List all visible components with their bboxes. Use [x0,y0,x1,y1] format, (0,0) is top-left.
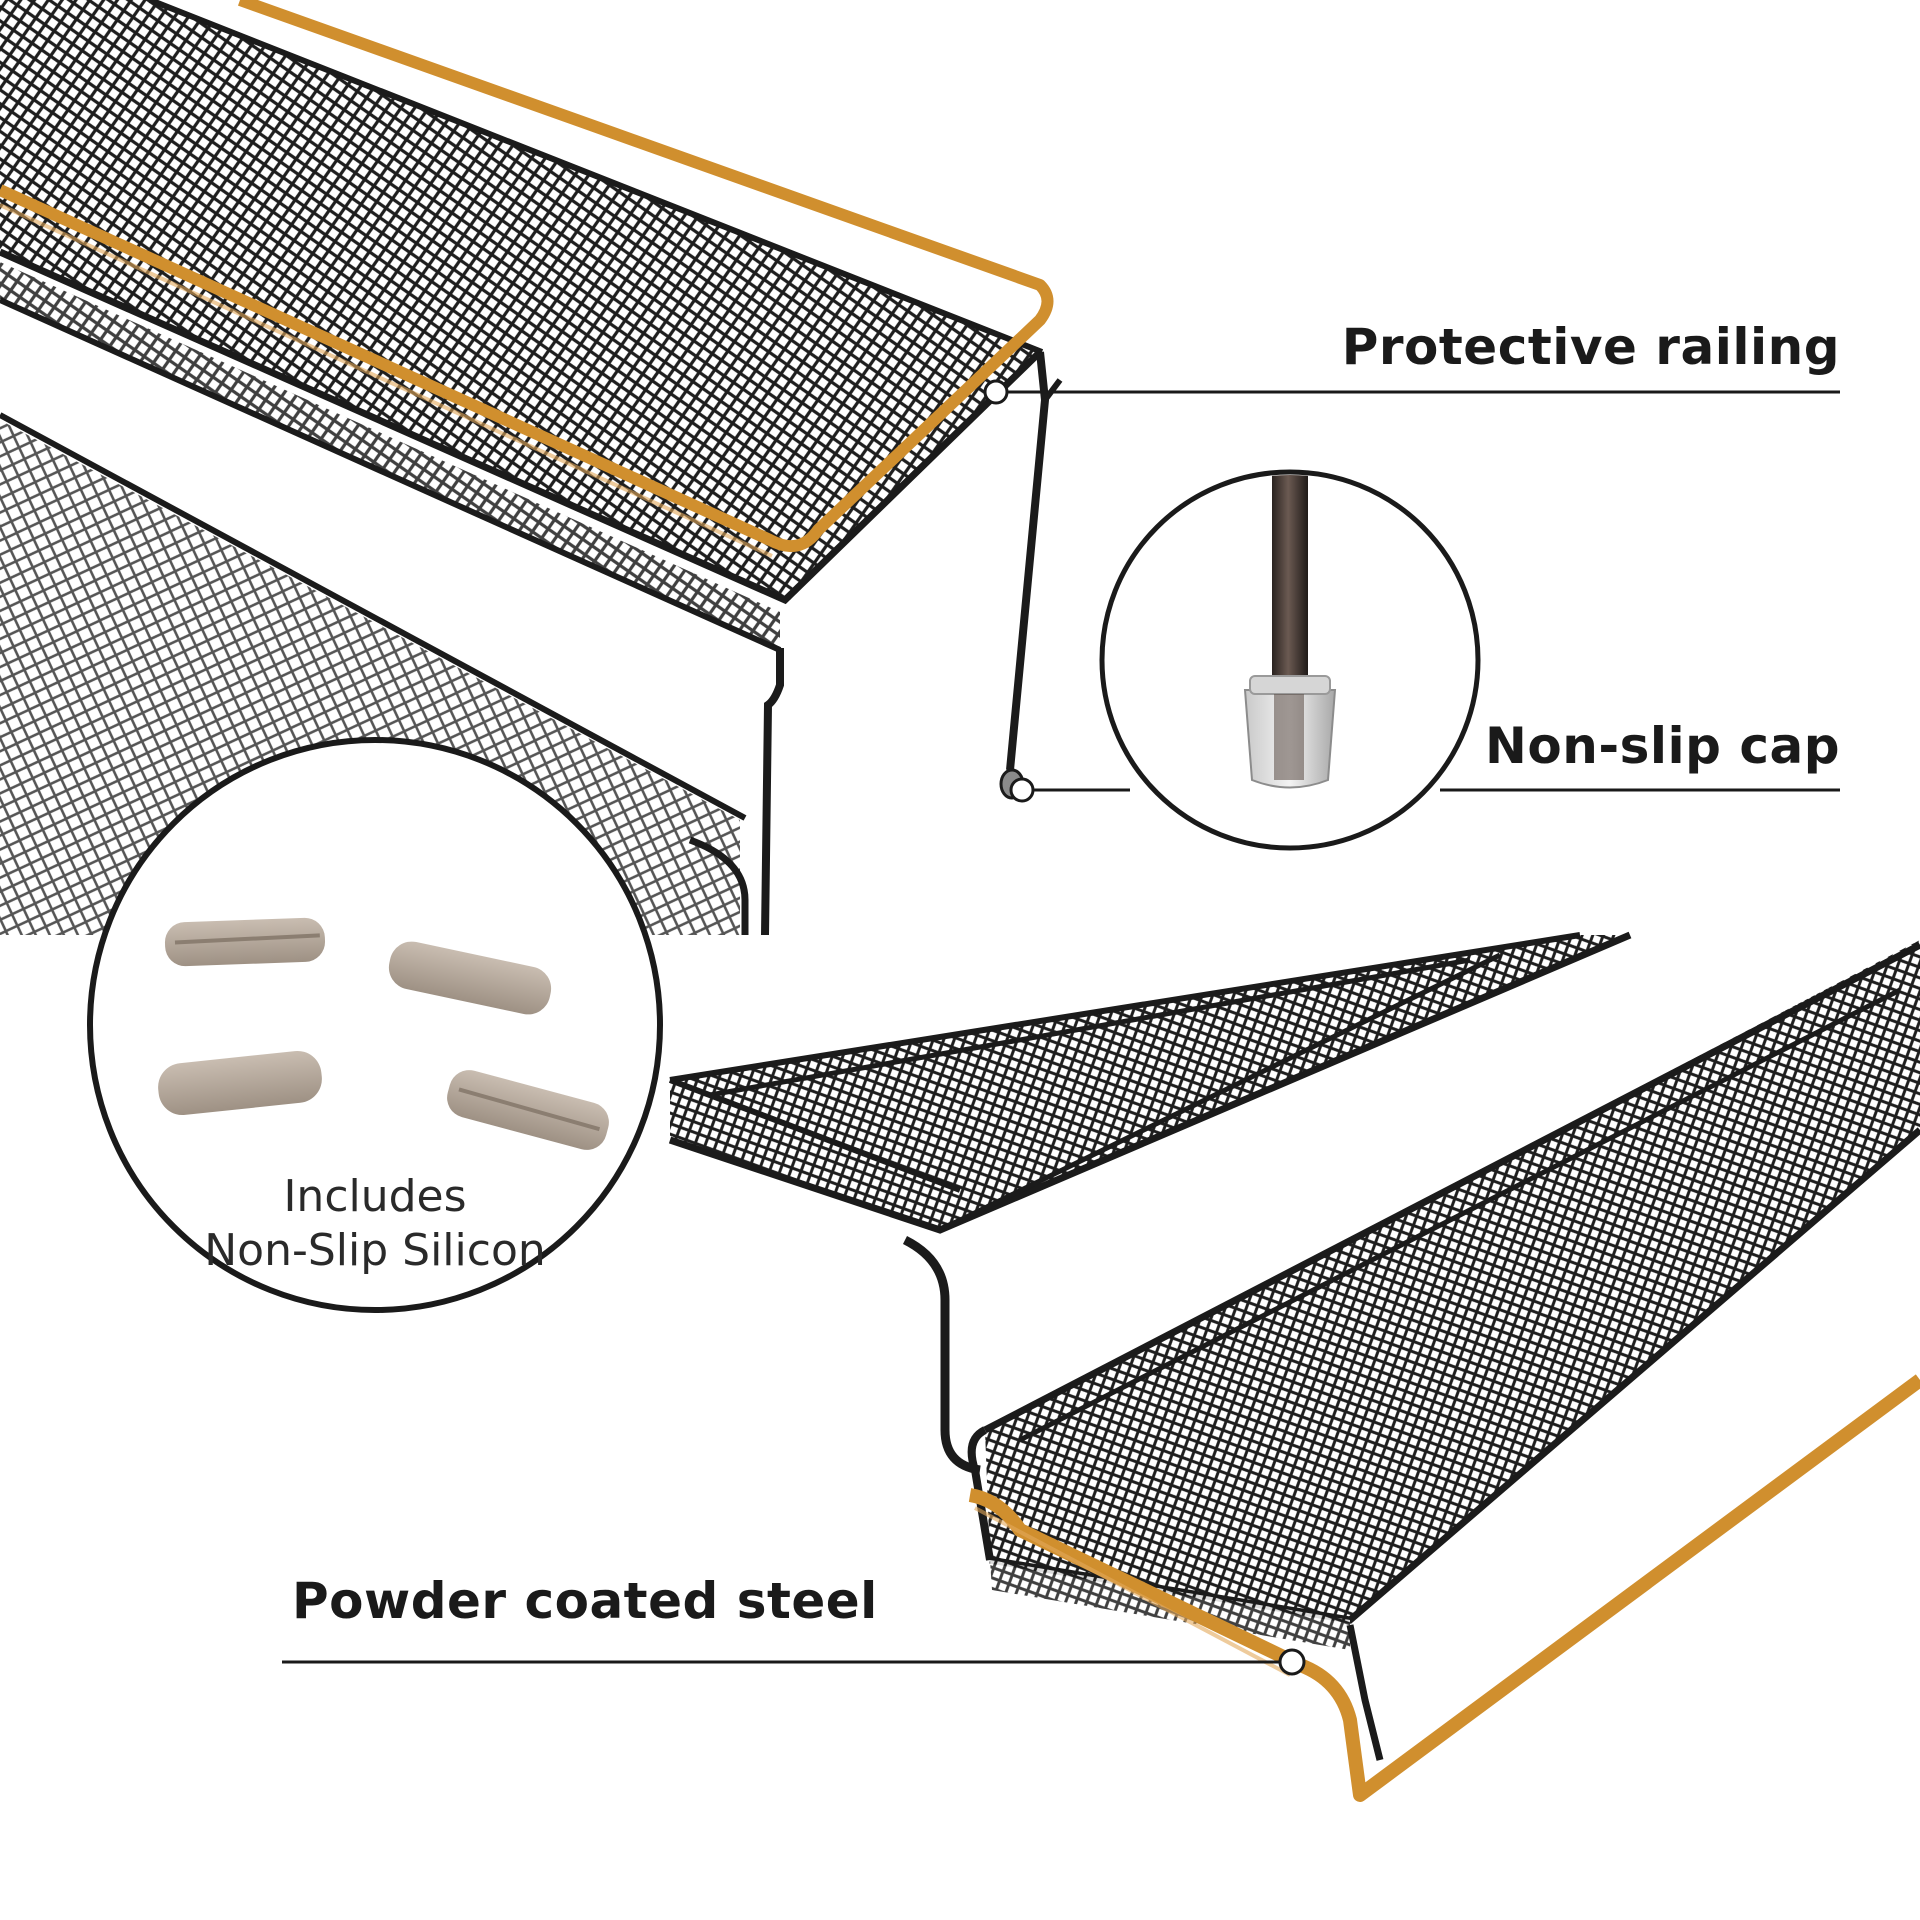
inset-caption-line2: Non-Slip Silicon [204,1225,546,1276]
non-slip-cap-inset [1099,469,1481,851]
inset-caption-line1: Includes [283,1171,467,1222]
silicon-pin [447,1070,609,1150]
silicon-pin [164,917,326,967]
protective-railing-label: Protective railing [1341,318,1840,376]
powder-coated-steel-label: Powder coated steel [292,1572,878,1630]
cap-callout-line [1009,777,1840,803]
silicon-pin [388,941,552,1015]
silicon-pin [158,1050,322,1116]
railing-callout-line [983,379,1840,405]
steel-callout-line [282,1648,1306,1676]
silicon-pins-inset [87,737,663,1313]
non-slip-cap-label: Non-slip cap [1485,717,1840,775]
